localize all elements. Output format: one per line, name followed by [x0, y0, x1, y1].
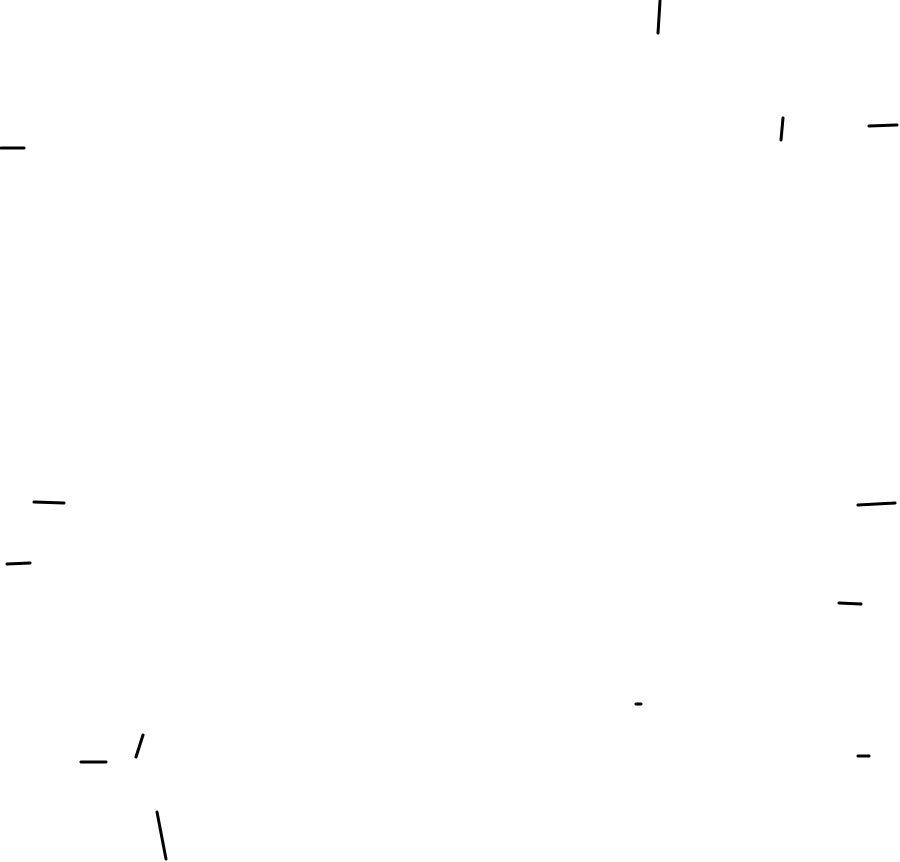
stroke-segment	[134, 733, 145, 759]
stroke-segment	[856, 501, 897, 507]
stroke-segment	[32, 500, 66, 505]
stroke-segment	[779, 116, 785, 142]
stroke-segment	[837, 601, 863, 606]
stroke-segment	[867, 123, 899, 128]
stroke-segment	[5, 561, 32, 566]
stroke-segment	[656, 0, 662, 35]
stroke-segment	[155, 810, 168, 861]
